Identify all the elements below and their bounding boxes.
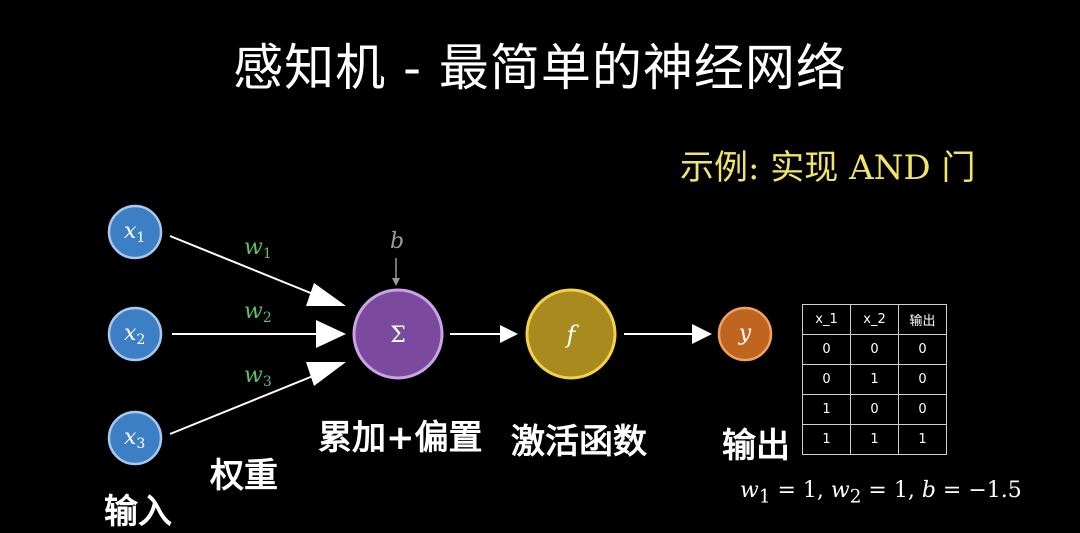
truth-table-header: x_1 x_2 输出 bbox=[802, 304, 947, 335]
table-cell: 1 bbox=[850, 364, 899, 395]
label-input: 输入 bbox=[104, 492, 172, 532]
table-row: 0 0 0 bbox=[802, 334, 947, 365]
output-node: y bbox=[717, 306, 773, 362]
header-cell: 输出 bbox=[898, 304, 947, 335]
table-row: 1 0 0 bbox=[802, 394, 947, 425]
output-symbol: y bbox=[738, 321, 752, 346]
edge-x3-sum bbox=[169, 373, 319, 435]
arrowhead-x2 bbox=[316, 320, 346, 348]
bias-arrowhead bbox=[392, 278, 400, 286]
table-cell: 0 bbox=[898, 334, 947, 365]
table-cell: 0 bbox=[802, 334, 851, 365]
edge-x1-sum bbox=[169, 235, 319, 297]
table-cell: 0 bbox=[850, 334, 899, 365]
truth-table: x_1 x_2 输出 0 0 0 0 1 0 1 0 0 1 1 1 bbox=[802, 304, 947, 455]
activation-node: f bbox=[525, 288, 617, 380]
table-row: 1 1 1 bbox=[802, 424, 947, 455]
table-cell: 1 bbox=[850, 424, 899, 455]
arrowhead-x1 bbox=[306, 283, 346, 306]
input-node-x1: x1 bbox=[107, 204, 163, 260]
label-weight: 权重 bbox=[210, 456, 278, 496]
header-cell: x_1 bbox=[802, 304, 851, 335]
arrowhead-x3 bbox=[306, 362, 346, 386]
sum-symbol: Σ bbox=[390, 323, 406, 348]
input-node-x3: x3 bbox=[107, 410, 163, 466]
label-activation: 激活函数 bbox=[511, 422, 647, 462]
svg-text:x3: x3 bbox=[124, 425, 145, 452]
table-cell: 1 bbox=[802, 424, 851, 455]
header-cell: x_2 bbox=[850, 304, 899, 335]
svg-text:x2: x2 bbox=[124, 321, 145, 348]
table-cell: 0 bbox=[850, 394, 899, 425]
example-caption: 示例: 实现 AND 门 bbox=[680, 148, 976, 188]
table-row: 0 1 0 bbox=[802, 364, 947, 395]
weight-w1: w1 bbox=[244, 235, 272, 262]
table-cell: 1 bbox=[802, 394, 851, 425]
table-cell: 0 bbox=[898, 364, 947, 395]
label-output: 输出 bbox=[722, 426, 790, 466]
weight-w3: w3 bbox=[244, 363, 272, 390]
table-cell: 1 bbox=[898, 424, 947, 455]
weights-formula: w1 = 1, w2 = 1, b = −1.5 bbox=[740, 478, 1022, 508]
arrowhead-activation-output bbox=[692, 324, 712, 344]
sum-node: Σ bbox=[352, 288, 444, 380]
page-title: 感知机 - 最简单的神经网络 bbox=[233, 39, 847, 97]
input-node-x2: x2 bbox=[107, 306, 163, 362]
label-sum-bias: 累加+偏置 bbox=[318, 418, 483, 458]
table-cell: 0 bbox=[802, 364, 851, 395]
arrowhead-sum-activation bbox=[500, 325, 518, 343]
table-cell: 0 bbox=[898, 394, 947, 425]
bias-label: b bbox=[390, 229, 404, 254]
weight-w2: w2 bbox=[244, 299, 272, 326]
svg-text:x1: x1 bbox=[124, 219, 145, 246]
